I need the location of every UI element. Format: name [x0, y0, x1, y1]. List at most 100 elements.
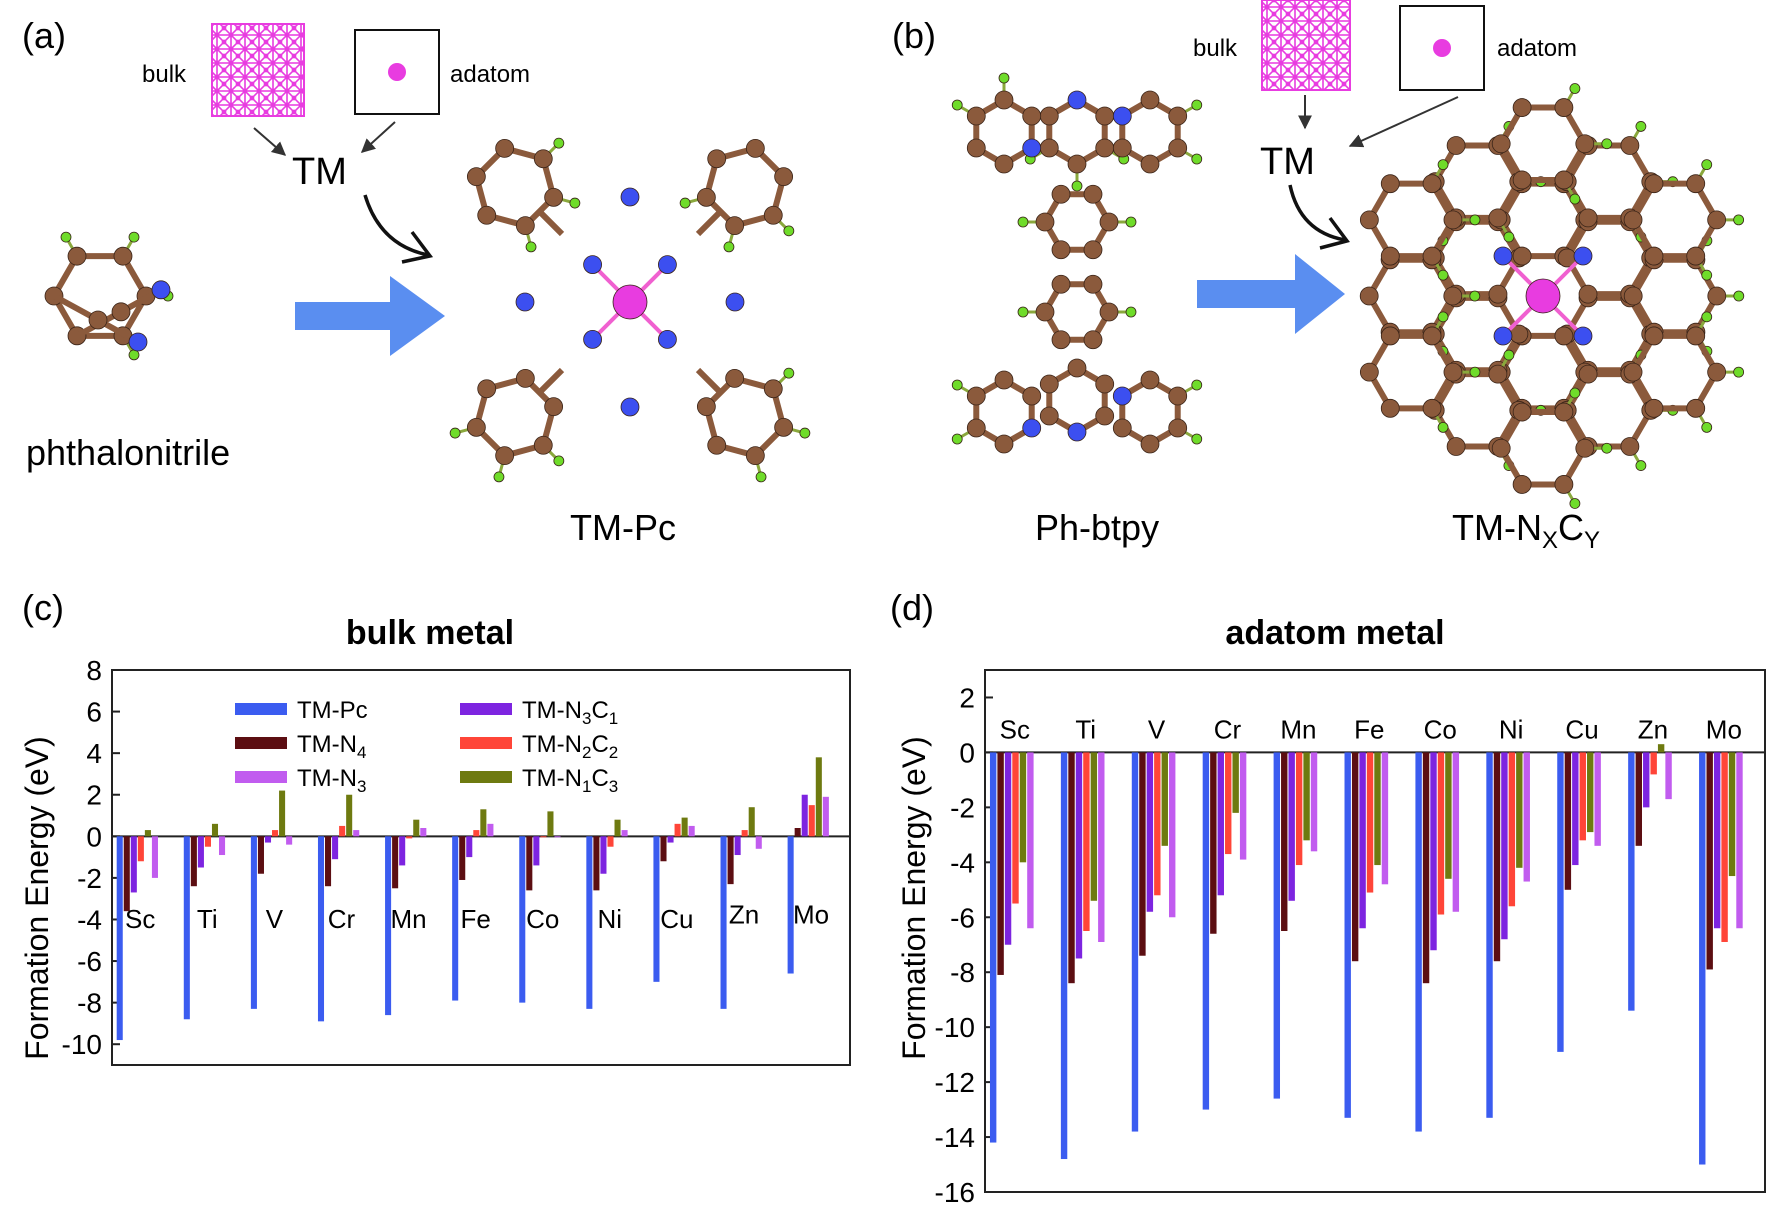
hydrogen-atom [783, 225, 795, 237]
carbon-atom [1578, 208, 1598, 228]
category-label: Zn [1638, 714, 1668, 744]
category-label: Ni [1499, 714, 1524, 744]
y-tick-label: -4 [77, 904, 102, 935]
carbon-atom [1491, 438, 1511, 458]
bar-tm-n4-mo [794, 828, 801, 837]
bar-tm-n3c1-mo [1713, 752, 1721, 929]
carbon-atom [1644, 174, 1664, 194]
bond [537, 209, 565, 237]
carbon-atom [1099, 302, 1119, 322]
hydrogen-atom [553, 137, 565, 149]
bar-tm-n3-cr [353, 830, 360, 837]
bar-tm-n2c2-cr [1225, 752, 1232, 855]
carbon-atom [477, 379, 497, 399]
carbon-atom [544, 187, 564, 207]
bar-tm-n4-fe [459, 836, 466, 880]
nitrogen-atom [620, 187, 640, 207]
hydrogen-atom [1733, 366, 1745, 378]
legend-swatch-tm-n3c1 [460, 703, 512, 715]
panel-c: (c) bulk metal Formation Energy (eV) -10… [19, 587, 851, 1066]
category-label: Ti [1075, 714, 1096, 744]
bar-tm-n3c1-cu [667, 836, 674, 843]
hydrogen-atom [1701, 269, 1713, 281]
carbon-atom [994, 90, 1014, 110]
hydrogen-atom [799, 427, 811, 439]
carbon-atom [1051, 184, 1071, 204]
bar-tm-n3-zn [755, 836, 762, 849]
bar-tm-n3c1-co [1430, 752, 1437, 951]
carbon-atom [1035, 212, 1055, 232]
category-label: Fe [1354, 714, 1384, 744]
carbon-atom [1039, 406, 1059, 426]
carbon-atom [1707, 286, 1727, 306]
y-tick-label: -4 [950, 847, 975, 878]
bar-tm-n3-v [286, 836, 293, 845]
carbon-atom [1083, 330, 1103, 350]
bar-tm-n3-ni [1523, 752, 1530, 882]
bar-tm-pc-fe [1344, 752, 1351, 1118]
nitrogen-atom [1493, 246, 1513, 266]
bar-tm-n3c1-ti [197, 836, 204, 868]
bar-tm-n4-v [1139, 752, 1146, 956]
bar-tm-n3-mn [1310, 752, 1318, 852]
y-tick-label: 0 [86, 821, 102, 852]
hydrogen-atom [1469, 366, 1481, 378]
legend-swatch-tm-n1c3 [460, 771, 512, 783]
carbon-atom [1099, 212, 1119, 232]
category-label: Cr [1214, 714, 1242, 744]
carbon-atom [1575, 134, 1595, 154]
bar-tm-n3-mo [822, 796, 829, 837]
hydrogen-atom [1733, 214, 1745, 226]
carbon-atom [1623, 286, 1643, 306]
category-label: Co [1424, 714, 1457, 744]
carbon-atom [1686, 326, 1706, 346]
hydrogen-atom [1503, 349, 1515, 361]
hydrogen-atom [1125, 306, 1137, 318]
bar-tm-pc-cr [1202, 752, 1210, 1110]
bar-tm-pc-co [519, 836, 526, 1003]
panel-d: (d) adatom metal Formation Energy (eV) -… [890, 587, 1766, 1208]
bar-tm-n3-fe [487, 823, 494, 837]
bar-tm-n2c2-sc [1012, 752, 1019, 904]
panel-a: (a) bulk adatom TM phthalonitrile TM-Pc [22, 15, 811, 548]
bar-tm-n1c3-fe [480, 809, 487, 837]
nitrogen-atom [1573, 326, 1593, 346]
bar-tm-pc-fe [452, 836, 459, 1001]
bar-tm-n1c3-v [279, 790, 286, 837]
carbon-atom [745, 138, 765, 158]
carbon-atom [1022, 106, 1042, 126]
carbon-atom [1554, 170, 1574, 190]
category-label: Cu [660, 904, 693, 934]
hydrogen-atom [1191, 433, 1203, 445]
carbon-atom [111, 302, 131, 322]
bar-tm-n3c1-ni [600, 836, 607, 874]
bar-tm-n3-sc [1027, 752, 1034, 929]
hydrogen-atom [1191, 153, 1203, 165]
bar-tm-n3-sc [151, 836, 158, 878]
carbon-atom [994, 154, 1014, 174]
bar-tm-n2c2-mn [1295, 752, 1303, 866]
legend-label: TM-N2C2 [522, 731, 618, 762]
metal-atom [612, 284, 648, 320]
nitrogen-atom [658, 329, 677, 349]
carbon-atom [1707, 362, 1727, 382]
bar-tm-n1c3-cr [346, 794, 353, 837]
bar-tm-n1c3-mo [1728, 752, 1736, 877]
carbon-atom [515, 368, 535, 388]
bar-tm-n1c3-co [1445, 752, 1452, 879]
bond [695, 209, 723, 237]
bar-tm-pc-cr [317, 836, 325, 1022]
legend-swatch-tm-pc [235, 703, 287, 715]
hydrogen-atom [1733, 290, 1745, 302]
hydrogen-atom [1601, 442, 1613, 454]
carbon-atom [966, 106, 986, 126]
nitrogen-atom [1112, 106, 1132, 126]
nitrogen-atom [1022, 418, 1042, 438]
chart-d-title: adatom metal [1225, 614, 1444, 652]
carbon-atom [1422, 398, 1442, 418]
bar-tm-pc-cu [1557, 752, 1564, 1052]
curved-reaction-arrow-a [363, 194, 429, 257]
bar-tm-n1c3-v [1161, 752, 1168, 846]
nitrogen-atom [1067, 422, 1087, 442]
